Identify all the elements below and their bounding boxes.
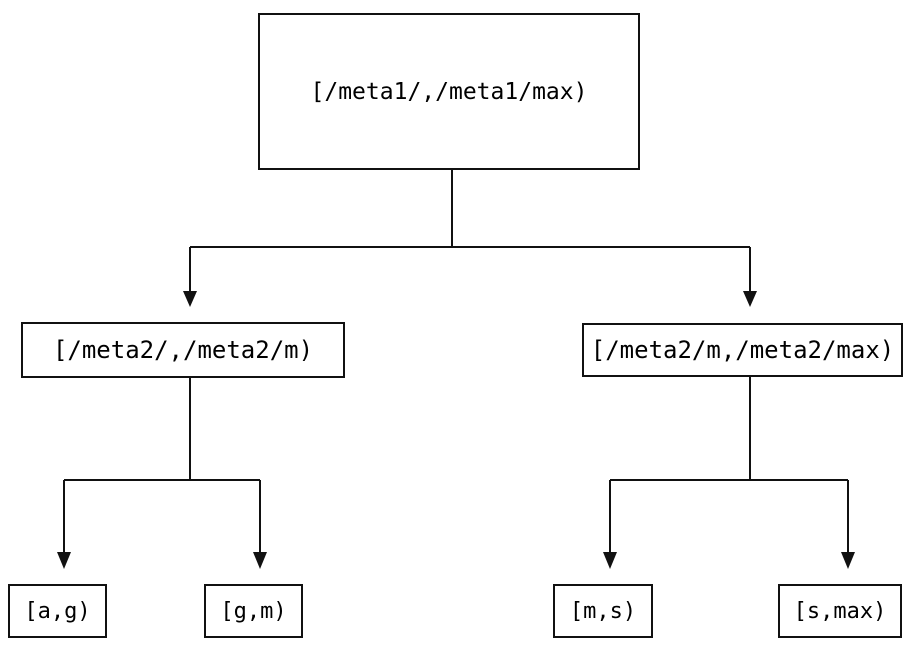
edge-lines [63,170,849,553]
arrowheads [57,291,855,569]
arrowhead-down-icon [57,552,71,569]
leaf-node-4: [s,max) [778,584,902,638]
leaf-node-3: [m,s) [553,584,653,638]
arrowhead-down-icon [183,291,197,307]
left-branch-node-label: [/meta2/,/meta2/m) [52,336,314,364]
right-branch-node-label: [/meta2/m,/meta2/max) [590,336,895,364]
root-node: [/meta1/,/meta1/max) [258,13,640,170]
arrowhead-down-icon [743,291,757,307]
leaf-node-1: [a,g) [8,584,107,638]
left-branch-node: [/meta2/,/meta2/m) [21,322,345,378]
leaf-node-2-label: [g,m) [220,598,287,624]
arrowhead-down-icon [603,552,617,569]
leaf-node-4-label: [s,max) [793,598,887,624]
right-branch-node: [/meta2/m,/meta2/max) [582,323,903,377]
leaf-node-3-label: [m,s) [569,598,637,624]
arrowhead-down-icon [253,552,267,569]
leaf-node-1-label: [a,g) [24,598,91,624]
leaf-node-2: [g,m) [204,584,303,638]
root-node-label: [/meta1/,/meta1/max) [310,78,588,105]
arrowhead-down-icon [841,552,855,569]
